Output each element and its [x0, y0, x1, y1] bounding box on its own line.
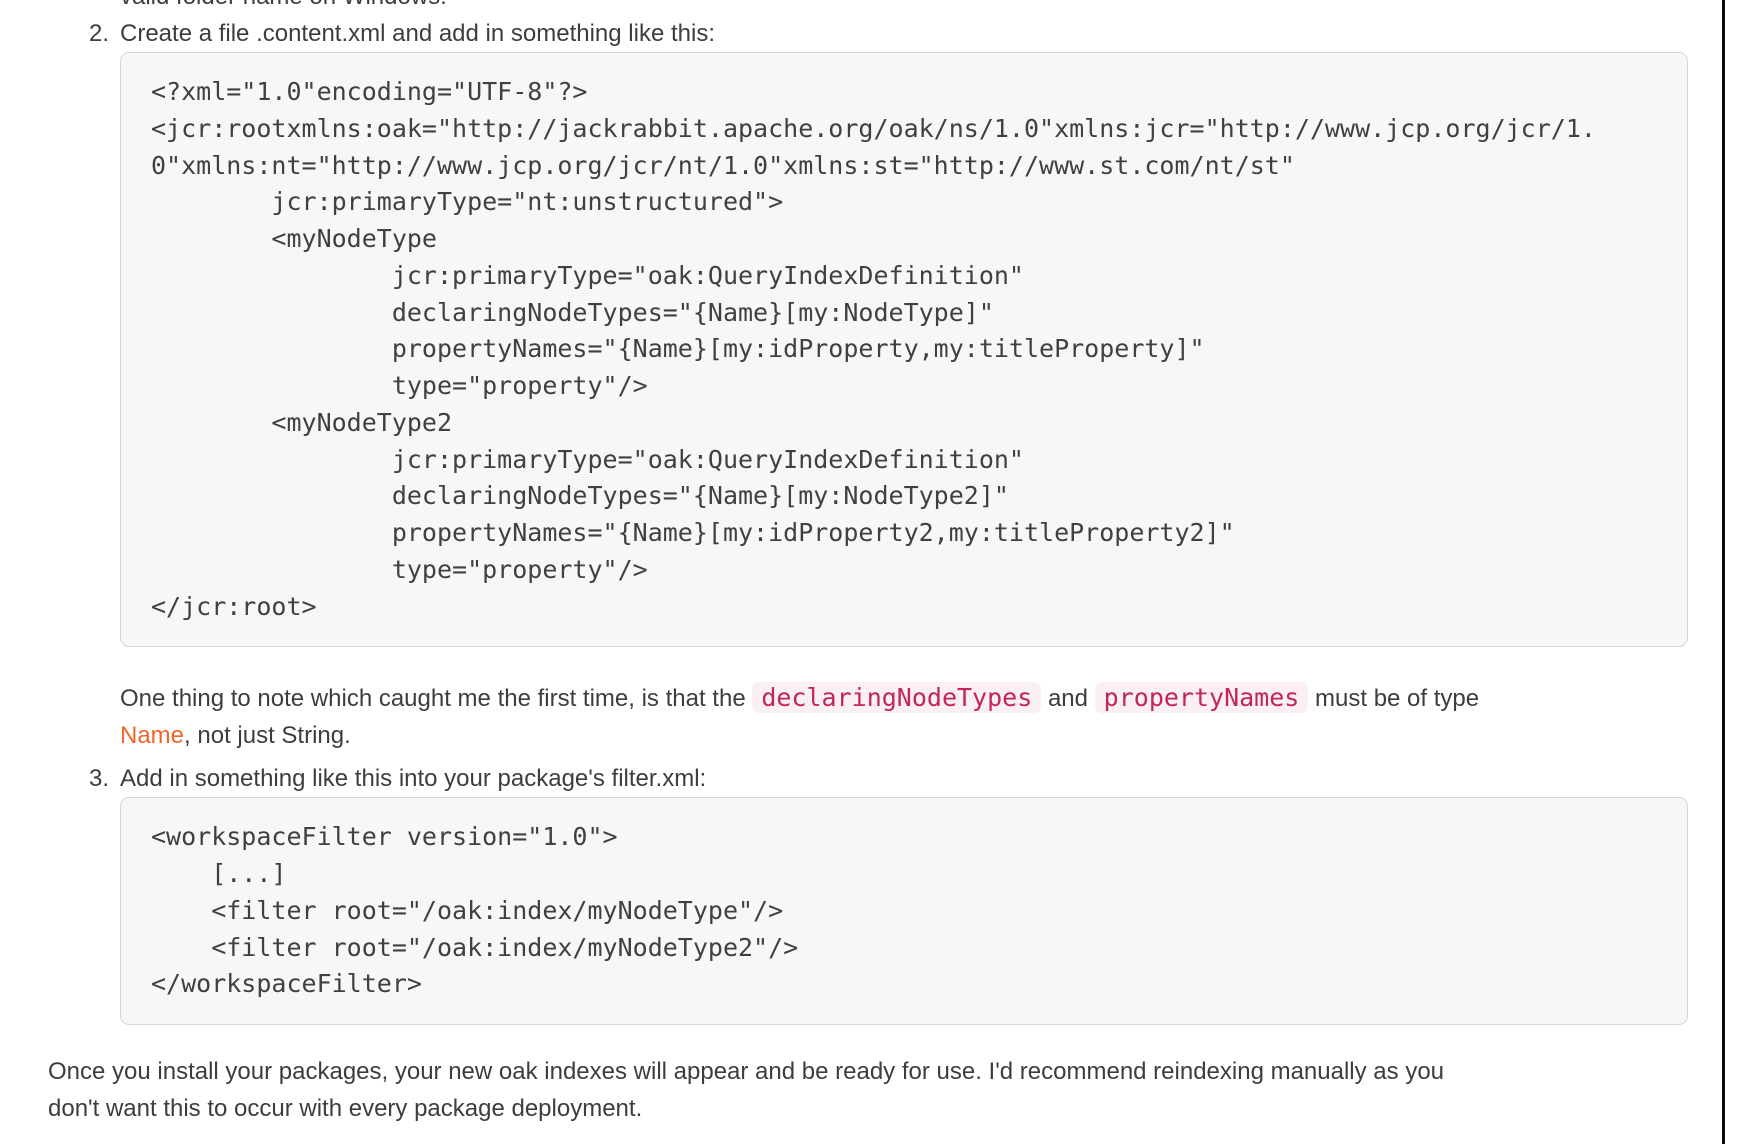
note-text-3: must be of type: [1308, 685, 1480, 713]
step-3-number: 3.: [89, 765, 110, 793]
closing-line-1: Once you install your packages, your new…: [48, 1058, 1445, 1085]
code-block-filter-xml: <workspaceFilter version="1.0"> [...] <f…: [120, 797, 1688, 1025]
inline-code-declaringnodetypes: declaringNodeTypes: [752, 682, 1042, 714]
cutoff-text-line: valid folder name on Windows.: [120, 0, 1675, 15]
note-text-2: and: [1041, 685, 1095, 713]
step-3-label: Add in something like this into your pac…: [120, 765, 707, 793]
closing-line-2: don't want this to occur with every pack…: [48, 1095, 643, 1122]
code-block-filter-xml-code: <workspaceFilter version="1.0"> [...] <f…: [151, 822, 799, 999]
note-paragraph: One thing to note which caught me the fi…: [120, 679, 1675, 754]
list-item-step-3: 3. Add in something like this into your …: [89, 760, 1688, 1025]
article-content: valid folder name on Windows. 2. Create …: [48, 0, 1688, 1127]
code-block-content-xml: <?xml="1.0"encoding="UTF-8"?> <jcr:rootx…: [120, 52, 1688, 648]
inline-code-propertynames: propertyNames: [1094, 682, 1309, 714]
step-2-number: 2.: [89, 20, 110, 47]
list-item-step-2: 2. Create a file .content.xml and add in…: [89, 15, 1688, 754]
code-block-content-xml-code: <?xml="1.0"encoding="UTF-8"?> <jcr:rootx…: [151, 77, 1596, 621]
step-2-label: Create a file .content.xml and add in so…: [120, 20, 715, 47]
name-type-link[interactable]: Name: [120, 722, 185, 750]
window-edge-divider: [1722, 0, 1725, 1144]
note-text-1: One thing to note which caught me the fi…: [120, 685, 753, 713]
closing-paragraph: Once you install your packages, your new…: [48, 1053, 1675, 1127]
note-text-4: , not just String.: [184, 722, 351, 750]
